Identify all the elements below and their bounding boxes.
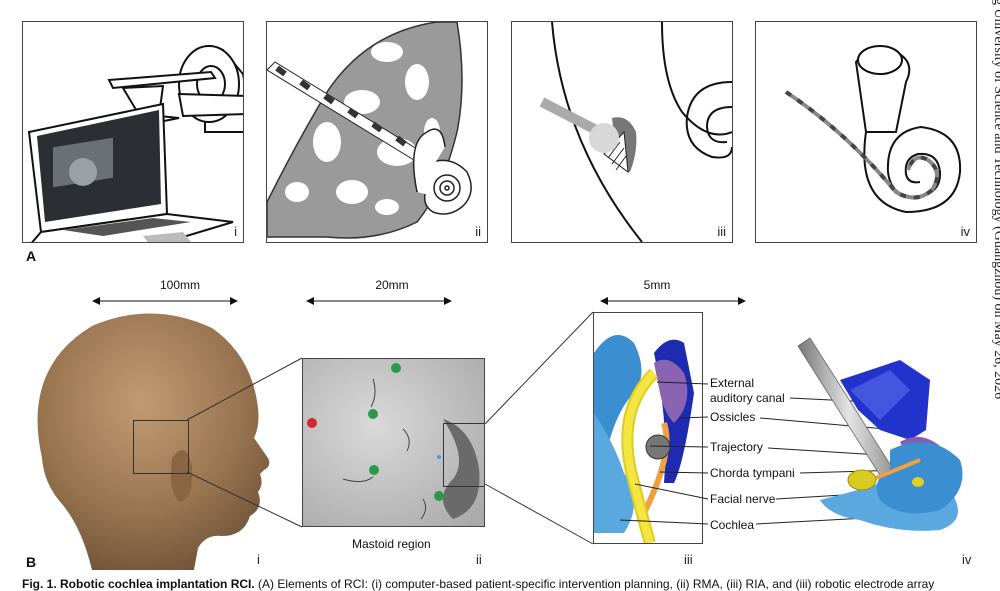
scale-label-2: 20mm	[375, 278, 409, 292]
panel-a-iv: iv	[755, 21, 977, 243]
anatomy-render	[594, 335, 694, 543]
mastoid-panel	[302, 358, 485, 527]
figure-caption: Fig. 1. Robotic cochlea implantation RCI…	[22, 577, 992, 591]
panel-numeral: ii	[476, 552, 482, 567]
label-chorda-tympani: Chorda tympani	[710, 466, 795, 480]
caption-body: (A) Elements of RCI: (i) computer-based …	[254, 577, 935, 591]
laptop-drawing	[27, 102, 234, 242]
panel-letter-a: A	[26, 248, 37, 264]
caption-lead: Fig. 1. Robotic cochlea implantation RCI…	[22, 577, 255, 591]
scale-label-3: 5mm	[643, 278, 671, 292]
rma-illustration	[267, 22, 472, 239]
ria-illustration	[539, 22, 732, 242]
panel-numeral: i	[234, 224, 237, 239]
panel-a-i: i	[22, 21, 244, 243]
mastoid-label: Mastoid region	[352, 537, 431, 551]
planning-illustration	[27, 45, 243, 242]
side-download-stamp: g University of Science and Technology (…	[991, 0, 1000, 400]
cochlea-drawing	[412, 128, 472, 215]
panel-letter-b: B	[26, 554, 37, 570]
panel-numeral: iii	[717, 224, 726, 239]
panel-numeral: iv	[960, 224, 970, 239]
label-facial-nerve: Facial nerve	[710, 492, 776, 506]
scale-bar-3	[600, 297, 746, 305]
panel-a-iii: iii	[511, 21, 733, 243]
panel-numeral: iv	[962, 552, 972, 567]
scale-label-1: 100mm	[159, 278, 200, 292]
ct-scanner-drawing	[107, 45, 243, 133]
ear-shape	[171, 450, 193, 502]
scale-bar-1	[92, 297, 238, 305]
panel-numeral: iii	[684, 552, 693, 567]
anatomy-zoom-panel	[593, 312, 703, 544]
ear-zoom-box	[133, 420, 189, 474]
panel-numeral: i	[257, 552, 260, 567]
label-cochlea: Cochlea	[710, 518, 755, 532]
label-external-auditory-canal: External auditory canal	[710, 376, 785, 405]
panel-a-ii: ii	[266, 21, 488, 243]
label-ossicles: Ossicles	[710, 410, 756, 424]
mastoid-surface-render	[303, 359, 484, 526]
scale-bar-2	[306, 297, 452, 305]
trajectory-3d-render	[797, 337, 963, 531]
panel-numeral: ii	[475, 224, 481, 239]
head-model-render	[37, 313, 270, 570]
label-trajectory: Trajectory	[710, 440, 763, 454]
mastoid-zoom-box	[443, 423, 484, 487]
electrode-insertion-illustration	[784, 45, 962, 214]
